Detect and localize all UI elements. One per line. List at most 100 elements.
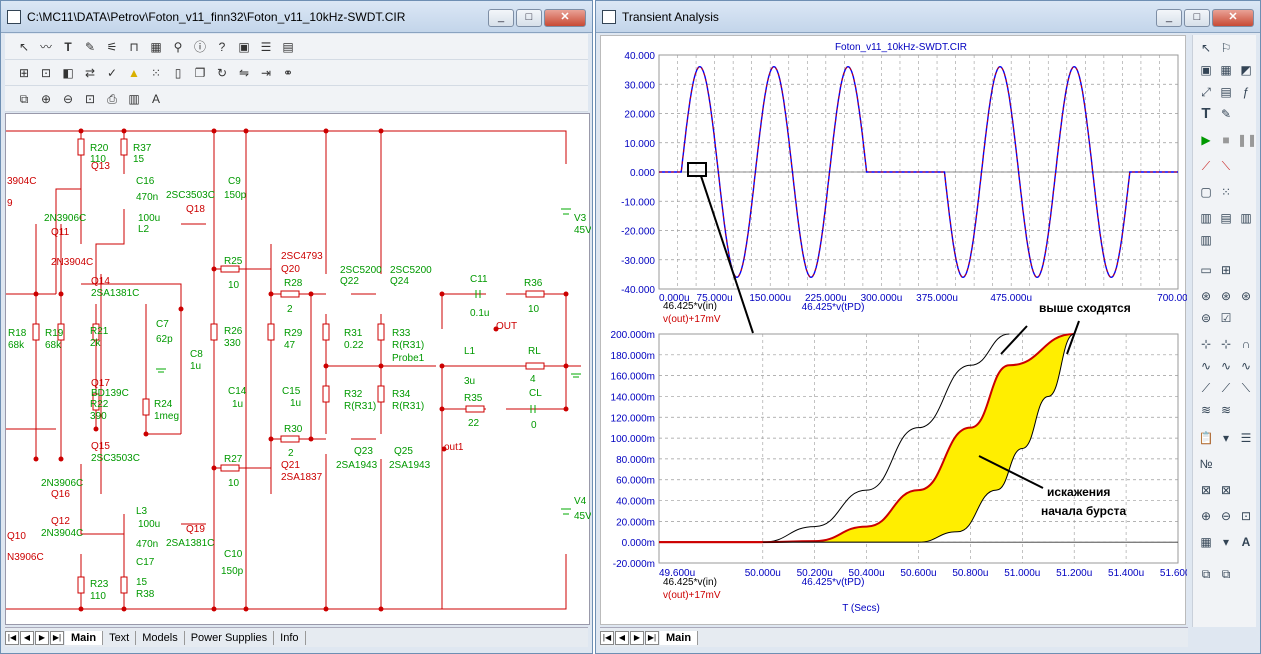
zoom-out-icon[interactable]: ⊖ [62, 91, 74, 106]
dropdown-icon[interactable]: ▾ [1222, 431, 1230, 445]
window-icon[interactable]: ▢ [1200, 185, 1212, 199]
clear-icon[interactable]: ⊜ [1200, 311, 1212, 325]
cap-icon[interactable]: ⊓ [129, 39, 139, 54]
warning-icon[interactable]: ▲ [128, 65, 140, 80]
binoculars-icon[interactable]: ⚭ [282, 65, 294, 80]
zoom-x-icon[interactable]: ⊛ [1220, 289, 1232, 303]
page-icon[interactable]: ▯ [174, 65, 182, 80]
numeric-icon[interactable]: № [1199, 457, 1213, 471]
tab-main[interactable]: Main [65, 630, 104, 645]
cursor-left-icon[interactable]: ⊹ [1200, 337, 1212, 351]
last-tab-button[interactable]: ▶| [50, 630, 64, 645]
dots-icon[interactable]: ⊞ [1220, 263, 1232, 277]
stack-3-icon[interactable]: ⧉ [1221, 567, 1231, 581]
info-icon[interactable]: ⓘ [193, 39, 206, 54]
label-icon[interactable]: ✎ [1220, 107, 1232, 121]
maximize-button[interactable]: □ [1184, 9, 1210, 27]
zoom-in-icon[interactable]: ⊕ [1200, 509, 1212, 523]
print-icon[interactable]: ⎙ [107, 91, 117, 106]
data-icon[interactable]: ▤ [1220, 85, 1232, 99]
wave-4-icon[interactable]: ≋ [1200, 403, 1212, 417]
tab-main[interactable]: Main [660, 630, 699, 645]
measure-icon[interactable]: ⤢ [1201, 85, 1211, 99]
peak-icon[interactable]: ⟋ [1201, 159, 1211, 173]
scale-icon[interactable]: ▣ [1200, 63, 1212, 77]
select-icon[interactable]: ↖ [1200, 41, 1212, 55]
wave-3-icon[interactable]: ∿ [1240, 359, 1252, 373]
dotgrid-icon[interactable]: ⁙ [150, 65, 162, 80]
wave-2-icon[interactable]: ∿ [1220, 359, 1232, 373]
stop-icon[interactable]: ■ [1222, 133, 1230, 147]
maximize-button[interactable]: □ [516, 9, 542, 27]
node-icon[interactable]: ◧ [62, 65, 74, 80]
wand-icon[interactable]: ⚟ [106, 39, 118, 54]
zoom-in-icon[interactable]: ⊕ [40, 91, 52, 106]
help-icon[interactable]: ? [218, 39, 226, 54]
slope-icon[interactable]: ⟋ [1201, 381, 1211, 395]
first-tab-button[interactable]: |◀ [5, 630, 19, 645]
pencil-icon[interactable]: ✎ [84, 39, 96, 54]
out-icon[interactable]: ⇥ [260, 65, 272, 80]
rotate-icon[interactable]: ↻ [216, 65, 228, 80]
chart-icon[interactable]: ◩ [1240, 63, 1252, 77]
zoom-fit-icon[interactable]: ⊡ [84, 91, 96, 106]
schematic-titlebar[interactable]: C:\MC11\DATA\Petrov\Foton_v11_finn32\Fot… [1, 1, 592, 33]
prev-tab-button[interactable]: ◀ [20, 630, 34, 645]
pause-icon[interactable]: ❚❚ [1237, 133, 1258, 147]
column-icon[interactable]: ▥ [1200, 211, 1212, 225]
grid-icon[interactable]: ⁙ [1220, 185, 1232, 199]
next-tab-button[interactable]: ▶ [35, 630, 49, 645]
close-button[interactable]: ✕ [1212, 9, 1254, 27]
function-icon[interactable]: ƒ [1242, 85, 1250, 99]
text-tool-icon[interactable]: T [1201, 105, 1211, 122]
tab-models[interactable]: Models [136, 630, 185, 645]
next-tab-button[interactable]: ▶ [630, 630, 644, 645]
tab-power-supplies[interactable]: Power Supplies [185, 630, 275, 645]
first-tab-button[interactable]: |◀ [600, 630, 614, 645]
tile-grid-icon[interactable]: ▦ [1200, 535, 1212, 549]
stack-icon[interactable]: ▥ [1240, 211, 1252, 225]
list-icon[interactable]: ☰ [1240, 431, 1252, 445]
slope-3-icon[interactable]: ⟍ [1241, 381, 1251, 395]
clipboard-icon[interactable]: 📋 [1198, 431, 1214, 445]
align-icon[interactable]: ▥ [128, 91, 140, 106]
zoom-icon[interactable]: ⊛ [1200, 289, 1212, 303]
pin-icon[interactable]: ⊡ [40, 65, 52, 80]
table-icon[interactable]: ▤ [282, 39, 294, 54]
row-icon[interactable]: ▤ [1220, 211, 1232, 225]
wave-5-icon[interactable]: ≋ [1220, 403, 1232, 417]
font-icon[interactable]: A [151, 91, 160, 106]
dropdown-2-icon[interactable]: ▾ [1222, 535, 1230, 549]
tab-info[interactable]: Info [274, 630, 306, 645]
text-tool-icon[interactable]: T [64, 39, 72, 54]
schematic-canvas[interactable]: 3904C 9 Q10 N3906C Q11 2N3904C Q14 Q18 2… [5, 113, 592, 625]
zoom-out-icon[interactable]: ⊖ [1220, 509, 1232, 523]
wire-icon[interactable]: 〰 [39, 39, 52, 54]
properties-icon[interactable]: ☑ [1220, 311, 1232, 325]
component-icon[interactable]: ▦ [150, 39, 162, 54]
list-icon[interactable]: ☰ [260, 39, 272, 54]
font-icon[interactable]: A [1241, 535, 1251, 549]
flip-icon[interactable]: ⇋ [238, 65, 250, 80]
wave-peak-icon[interactable]: ∩ [1241, 337, 1251, 351]
stack-icon[interactable]: ⧉ [19, 91, 29, 106]
move-icon[interactable]: ⇄ [84, 65, 96, 80]
transient-titlebar[interactable]: Transient Analysis _ □ ✕ [596, 1, 1260, 33]
copy-icon[interactable]: ❐ [194, 65, 206, 80]
valley-icon[interactable]: ⟍ [1221, 159, 1231, 173]
grid-icon[interactable]: ⊞ [18, 65, 30, 80]
last-tab-button[interactable]: ▶| [645, 630, 659, 645]
tab-text[interactable]: Text [103, 630, 137, 645]
stack-2-icon[interactable]: ⧉ [1201, 567, 1211, 581]
wave-1-icon[interactable]: ∿ [1200, 359, 1212, 373]
check-icon[interactable]: ✓ [106, 65, 118, 80]
probe-icon[interactable]: ⚲ [173, 39, 183, 54]
zoom-y-icon[interactable]: ⊛ [1240, 289, 1252, 303]
cursor-mode-icon[interactable]: ⚐ [1220, 41, 1232, 55]
minimize-button[interactable]: _ [1156, 9, 1182, 27]
fit-y-icon[interactable]: ⊠ [1220, 483, 1232, 497]
prev-tab-button[interactable]: ◀ [615, 630, 629, 645]
chip-icon[interactable]: ▣ [238, 39, 250, 54]
minimize-button[interactable]: _ [488, 9, 514, 27]
